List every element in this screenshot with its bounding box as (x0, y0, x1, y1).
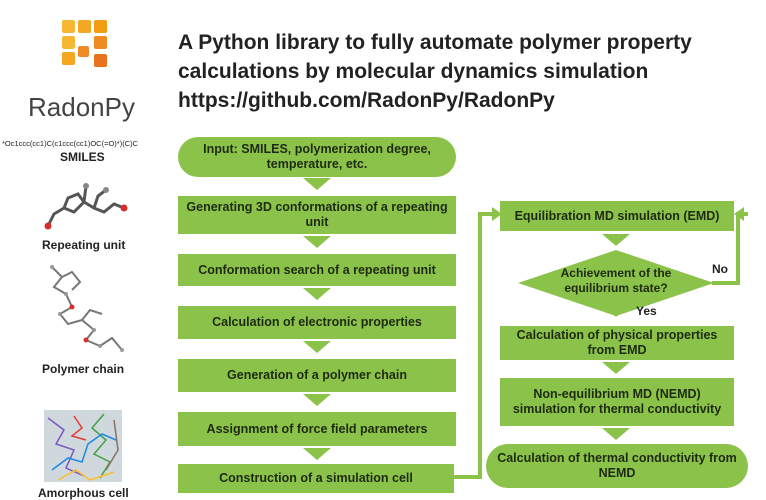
decision-diamond (518, 250, 714, 316)
yes-label: Yes (636, 304, 657, 318)
connector-line (454, 212, 494, 479)
step-conformation-search: Conformation search of a repeating unit (178, 254, 456, 286)
step-polymer-chain: Generation of a polymer chain (178, 359, 456, 392)
polymer-chain-image (42, 262, 132, 357)
title-line-2: calculations by molecular dynamics simul… (178, 60, 649, 83)
emd-box: Equilibration MD simulation (EMD) (500, 201, 734, 231)
input-box: Input: SMILES, polymerization degree, te… (178, 137, 456, 177)
arrow-down-icon (602, 428, 630, 440)
radonpy-logo-icon (60, 18, 114, 72)
arrow-left-icon (734, 207, 744, 221)
polymer-chain-label: Polymer chain (42, 362, 125, 376)
decision-text: Achievement of the equilibrium state? (560, 266, 672, 295)
smiles-label: SMILES (60, 150, 105, 164)
title-line-1: A Python library to fully automate polym… (178, 31, 692, 54)
arrow-down-icon (602, 234, 630, 246)
arrow-down-icon (303, 178, 331, 190)
arrow-right-icon (492, 207, 502, 221)
no-label: No (712, 262, 728, 276)
repeating-unit-molecule-image (40, 178, 130, 233)
arrow-down-icon (303, 448, 331, 460)
amorphous-cell-image (44, 410, 122, 482)
logo-text: RadonPy (28, 92, 135, 122)
nemd-box: Non-equilibrium MD (NEMD) simulation for… (500, 378, 734, 426)
step-simulation-cell: Construction of a simulation cell (178, 464, 454, 493)
arrow-down-icon (303, 394, 331, 406)
thermal-conductivity-box: Calculation of thermal conductivity from… (486, 444, 748, 488)
page-title: A Python library to fully automate polym… (178, 28, 758, 115)
arrow-down-icon (303, 341, 331, 353)
repeating-unit-label: Repeating unit (42, 238, 126, 252)
phys-props-box: Calculation of physical properties from … (500, 326, 734, 360)
arrow-down-icon (602, 362, 630, 374)
amorphous-cell-label: Amorphous cell (38, 486, 129, 500)
smiles-string: *Oc1ccc(cc1)C(c1ccc(cc1)OC(=O)*)(C)C (2, 139, 139, 148)
step-force-field: Assignment of force field parameters (178, 412, 456, 446)
step-electronic-properties: Calculation of electronic properties (178, 306, 456, 339)
arrow-down-icon (303, 236, 331, 248)
arrow-down-icon (303, 288, 331, 300)
step-generate-3d: Generating 3D conformations of a repeati… (178, 196, 456, 234)
title-url: https://github.com/RadonPy/RadonPy (178, 89, 555, 112)
